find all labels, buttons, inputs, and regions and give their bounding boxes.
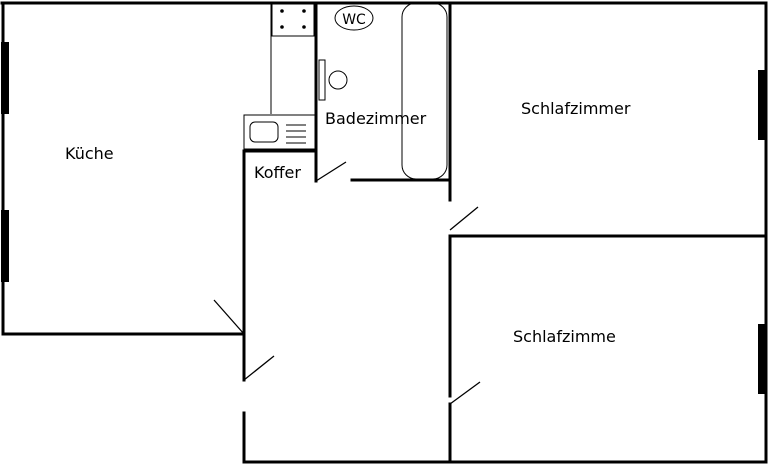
stove-icon bbox=[271, 3, 315, 37]
wc-icon bbox=[334, 5, 374, 31]
wc-label: WC bbox=[342, 12, 366, 28]
windows bbox=[1, 42, 766, 394]
room-label-bathroom: Badezimmer bbox=[325, 109, 427, 128]
window-bedroom-2 bbox=[758, 324, 766, 394]
bathroom-fixtures bbox=[318, 2, 448, 180]
door-kitchen bbox=[213, 299, 245, 335]
door-bedroom-2 bbox=[449, 381, 481, 405]
kitchen-counter bbox=[243, 3, 317, 150]
window-kitchen-bottom bbox=[1, 210, 9, 282]
door-bedroom-1 bbox=[449, 206, 479, 231]
room-label-kitchen: Küche bbox=[65, 144, 114, 163]
window-bedroom-1 bbox=[758, 70, 766, 140]
door-bathroom bbox=[315, 161, 347, 182]
washbasin-icon bbox=[318, 59, 326, 101]
bathtub-icon bbox=[401, 2, 448, 180]
room-label-bedroom-2: Schlafzimme bbox=[513, 327, 616, 346]
room-label-storage: Koffer bbox=[254, 163, 301, 182]
door-hall-lower bbox=[243, 355, 275, 381]
window-kitchen-top bbox=[1, 42, 9, 114]
doors bbox=[213, 161, 481, 405]
sink-icon bbox=[243, 114, 317, 150]
room-label-bedroom-1: Schlafzimmer bbox=[521, 99, 631, 118]
